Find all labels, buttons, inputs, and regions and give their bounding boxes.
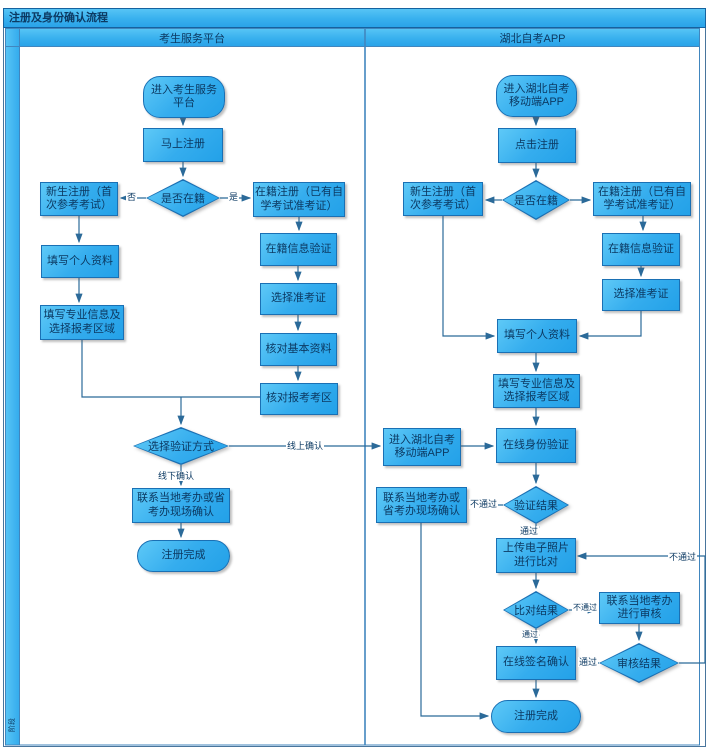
edge-label-fail-compare: 不通过 [572,603,598,612]
node-registration-complete-platform: 注册完成 [137,540,230,572]
lane-header-hubei-app: 湖北自考APP [365,29,700,46]
node-online-identity-verification: 在线身份验证 [496,428,576,463]
decision-label: 比对结果 [514,605,558,617]
node-choose-admission-ticket-app: 选择准考证 [602,279,680,311]
node-contact-office-onsite-platform: 联系当地考办或省 考办现场确认 [132,488,230,523]
decision-choose-verify-method: 选择验证方式 [133,427,229,465]
node-online-signature-confirm: 在线签名确认 [496,646,576,680]
node-new-student-registration-platform: 新生注册（首 次参考考试） [40,182,118,216]
diagram-title: 注册及身份确认流程 [3,8,706,28]
node-upload-photo-compare: 上传电子照片 进行比对 [496,538,576,573]
node-registration-complete-app: 注册完成 [491,700,581,733]
node-enrolled-registration-platform: 在籍注册（已有自 学考试准考证） [253,182,345,217]
phase-separator-label: 阶段 [5,708,19,742]
decision-label: 选择验证方式 [148,441,214,453]
phase-separator-band [5,29,19,745]
edge-label-pass-verify: 通过 [519,526,540,536]
node-enter-hubei-app-from-platform: 进入湖北自考 移动端APP [383,428,461,466]
node-fill-major-and-area-platform: 填写专业信息及 选择报考区域 [40,305,124,340]
node-check-exam-area: 核对报考考区 [260,383,338,415]
node-enrolled-registration-app: 在籍注册（已有自 学考试准考证） [593,182,691,216]
decision-verification-result: 验证结果 [503,486,569,524]
node-contact-office-review: 联系当地考办 进行审核 [599,592,680,624]
node-new-student-registration-app: 新生注册（首 次参考考试） [403,182,483,216]
edge-label-pass-review: 通过 [578,657,599,667]
edge-label-fail-verify: 不通过 [469,499,499,509]
node-check-basic-info: 核对基本资料 [260,333,337,366]
edge-label-online-confirm: 线上确认 [286,441,325,451]
decision-label: 是否在籍 [161,193,205,205]
node-register-now: 马上注册 [143,128,223,162]
node-enter-candidate-platform: 进入考生服务 平台 [143,76,225,118]
decision-enrolled-status-platform: 是否在籍 [146,179,220,217]
node-verify-enrolled-info-platform: 在籍信息验证 [260,233,337,266]
decision-review-result: 审核结果 [599,643,679,683]
node-enter-hubei-app: 进入湖北自考 移动端APP [496,75,577,117]
decision-enrolled-status-app: 是否在籍 [502,180,570,220]
edge-label-no: 否 [126,192,138,202]
decision-label: 是否在籍 [514,195,558,207]
lane-header-candidate-platform: 考生服务平台 [19,29,365,46]
node-contact-office-onsite-app: 联系当地考办或 省考办现场确认 [376,487,467,523]
edge-label-offline-confirm: 线下确认 [157,471,196,481]
edge-label-fail-review: 不通过 [668,552,698,562]
node-fill-major-and-area-app: 填写专业信息及 选择报考区域 [493,374,580,408]
node-click-register: 点击注册 [498,128,576,163]
decision-compare-result: 比对结果 [503,591,569,629]
node-choose-admission-ticket-platform: 选择准考证 [260,283,337,315]
node-verify-enrolled-info-app: 在籍信息验证 [602,233,680,266]
decision-label: 验证结果 [514,500,558,512]
phase-separator-text: 阶段 [9,718,16,732]
edge-label-pass-compare: 通过 [521,630,539,639]
edge-label-yes: 是 [228,192,240,202]
decision-label: 审核结果 [617,658,661,670]
node-fill-personal-info-platform: 填写个人资料 [41,245,119,278]
diagram-outer-frame [3,8,706,747]
node-fill-personal-info-app: 填写个人资料 [497,319,577,353]
